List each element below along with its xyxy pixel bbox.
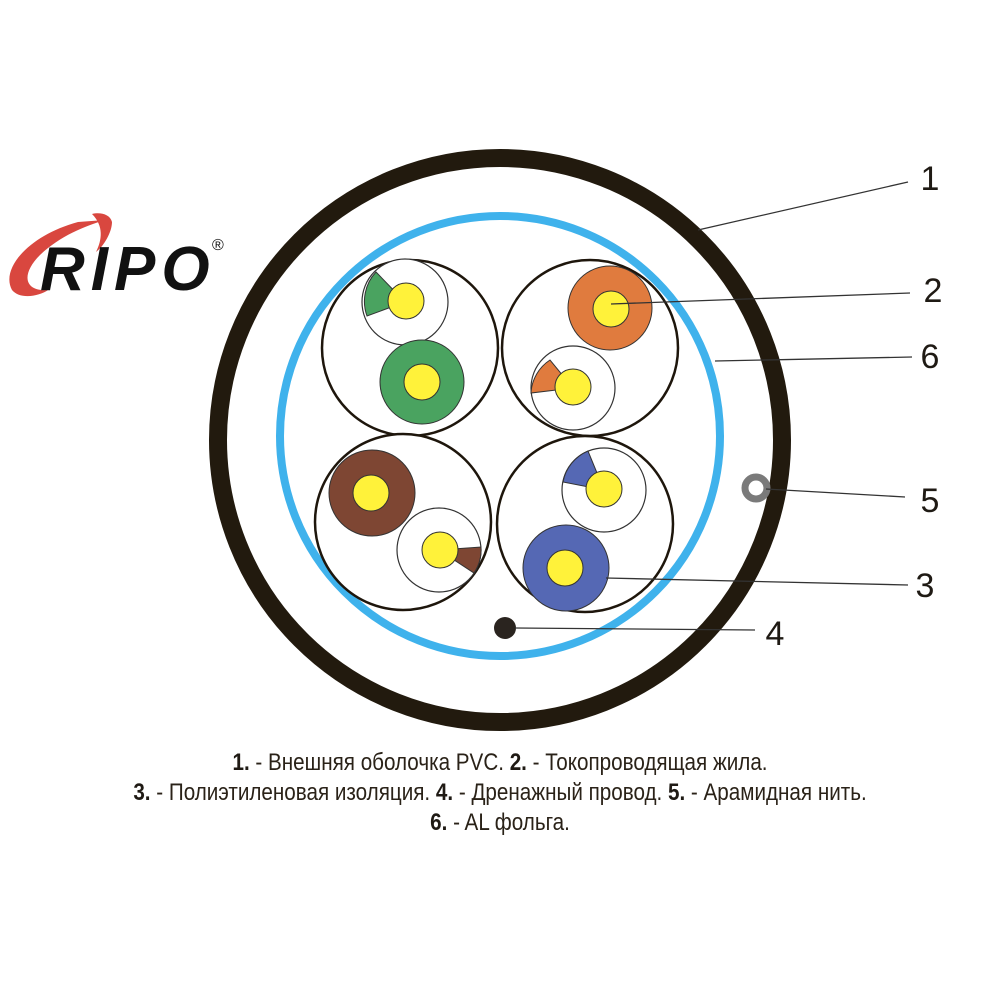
legend-num: 6. [430, 809, 448, 836]
leader-lines [514, 181, 913, 631]
legend-line-2: 3. - Полиэтиленовая изоляция. 4. - Дрена… [70, 778, 930, 808]
legend-text: - Дренажный провод. [453, 779, 668, 806]
al-foil-shield [276, 212, 724, 660]
callout-5: 5 [921, 482, 940, 520]
logo-swoosh-top-icon [92, 213, 112, 252]
legend-text: - Токопроводящая жила. [526, 749, 768, 776]
conductor [387, 282, 425, 320]
conductor [585, 470, 623, 508]
legend-num: 1. [232, 749, 250, 776]
aramid-yarn [741, 473, 771, 503]
legend-num: 4. [435, 779, 454, 806]
callout-2: 2 [924, 272, 943, 310]
drain-wire [494, 617, 516, 639]
leader-6 [714, 356, 913, 362]
legend-text: - Полиэтиленовая изоляция. [150, 779, 436, 806]
logo-text: RIPO [40, 235, 216, 304]
ripo-logo: RIPO ® [9, 213, 224, 304]
legend-text: - Внешняя оболочка PVC. [249, 749, 510, 776]
logo-registered-mark: ® [212, 237, 224, 254]
legend: 1. - Внешняя оболочка PVC. 2. - Токопров… [70, 748, 930, 838]
logo-swoosh-icon [9, 220, 105, 297]
legend-num: 2. [509, 749, 527, 776]
legend-text: - Арамидная нить. [685, 779, 867, 806]
conductor [554, 368, 592, 406]
conductor [592, 290, 630, 328]
legend-num: 3. [133, 779, 151, 806]
leader-2 [610, 292, 911, 305]
conductor [546, 549, 584, 587]
legend-line-1: 1. - Внешняя оболочка PVC. 2. - Токопров… [70, 748, 930, 778]
conductor [403, 363, 441, 401]
legend-line-3: 6. - AL фольга. [70, 808, 930, 838]
callout-1: 1 [921, 160, 940, 198]
conductor [352, 474, 390, 512]
outer-jacket-pvc [209, 149, 791, 731]
callout-4: 4 [766, 615, 785, 653]
legend-text: - AL фольга. [447, 809, 570, 836]
leader-3 [605, 577, 909, 586]
leader-5 [765, 488, 906, 498]
callout-6: 6 [921, 338, 940, 376]
legend-num: 5. [667, 779, 686, 806]
leader-1 [697, 181, 909, 231]
conductor [421, 531, 459, 569]
callout-3: 3 [916, 567, 935, 605]
leader-4 [514, 627, 756, 631]
